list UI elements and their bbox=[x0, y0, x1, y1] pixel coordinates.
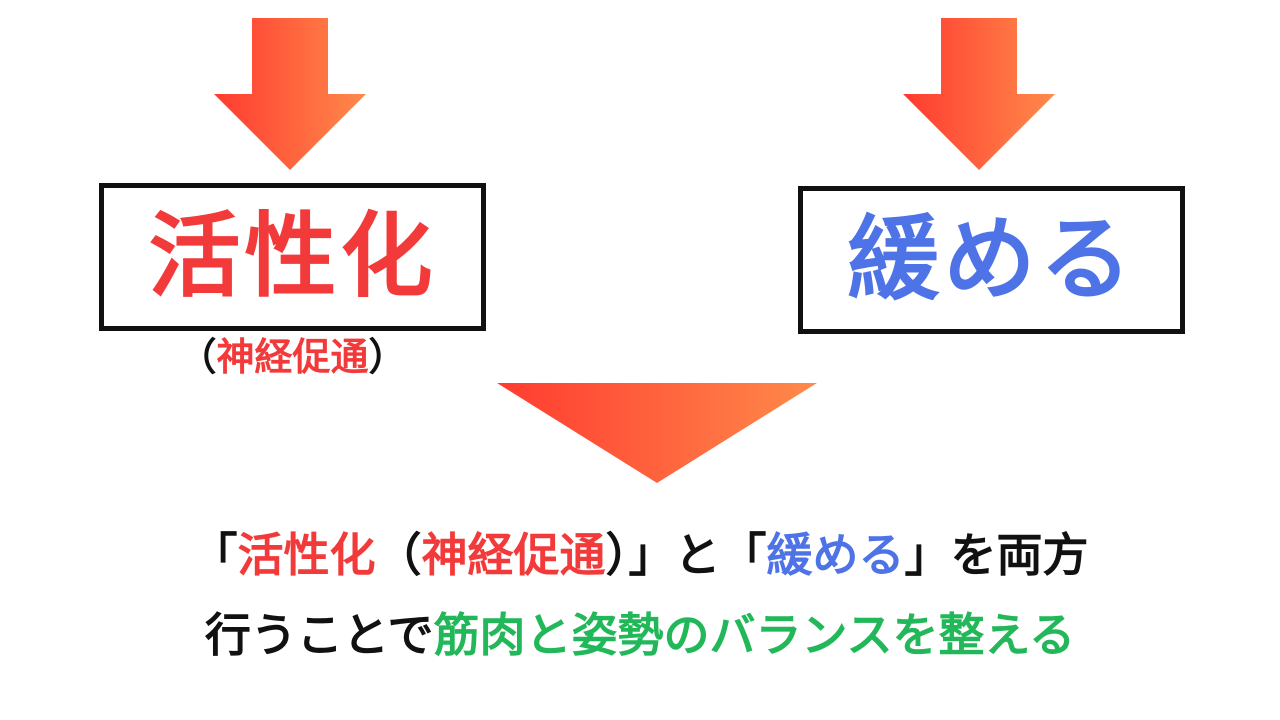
neuro-facilitation-text: 神経促通 bbox=[216, 335, 369, 379]
arrow-down-right-icon bbox=[903, 18, 1055, 170]
summary-segment: 筋肉と姿勢のバランスを整える bbox=[433, 608, 1076, 662]
summary-segment: 「 bbox=[191, 528, 238, 582]
summary-segment: 緩める bbox=[766, 528, 905, 582]
activation-sublabel: （神経促通） bbox=[99, 338, 486, 376]
arrow-down-left-icon bbox=[214, 18, 366, 170]
triangle-down-icon bbox=[497, 383, 817, 483]
paren-close: ） bbox=[368, 335, 407, 379]
summary-line-2: 行うことで筋肉と姿勢のバランスを整える bbox=[0, 612, 1280, 658]
summary-segment: 活性化 bbox=[237, 528, 376, 582]
relax-label: 緩める bbox=[847, 206, 1136, 313]
summary-segment: 行うことで bbox=[204, 608, 434, 662]
relax-box: 緩める bbox=[798, 186, 1185, 334]
summary-line-1: 「活性化（神経促通）」と「緩める」を両方 bbox=[0, 532, 1280, 578]
summary-segment: 神経促通 bbox=[421, 528, 606, 582]
activation-box: 活性化 bbox=[99, 183, 486, 331]
activation-label: 活性化 bbox=[148, 203, 437, 310]
paren-open: （ bbox=[178, 335, 217, 379]
summary-segment: ）」と「 bbox=[605, 528, 767, 582]
summary-segment: 」を両方 bbox=[904, 528, 1089, 582]
summary-segment: （ bbox=[375, 528, 422, 582]
